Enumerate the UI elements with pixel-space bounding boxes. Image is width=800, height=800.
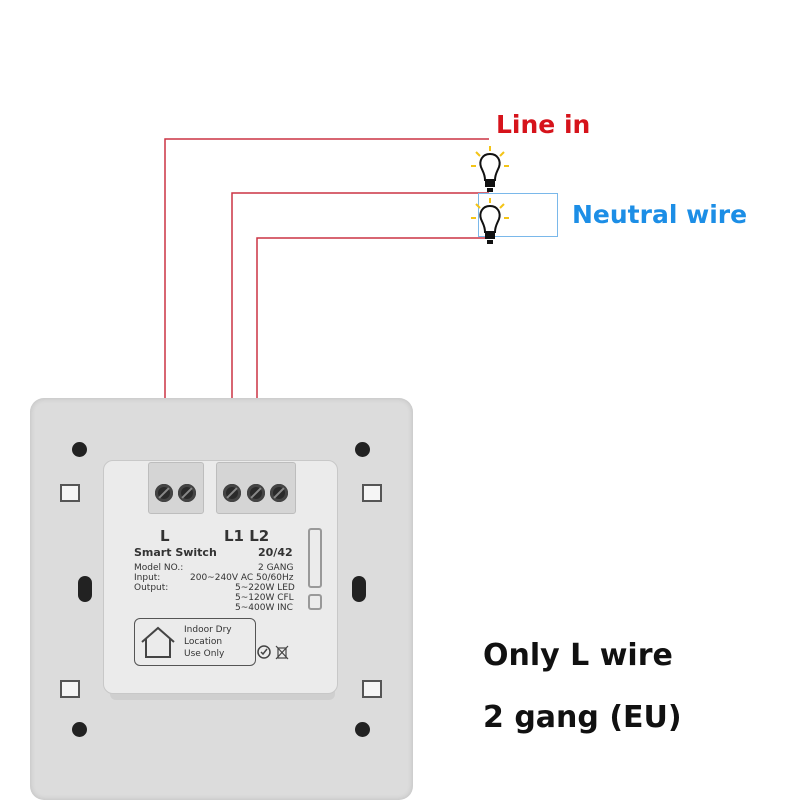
light-bulb-icon [471, 146, 509, 192]
mount-hole [355, 442, 370, 457]
output-inc: 5~400W INC [235, 603, 293, 613]
terminal-screw [247, 484, 265, 502]
plate-clip [60, 484, 80, 502]
line-in-wire [164, 138, 489, 492]
weee-bin-icon [275, 645, 289, 660]
output-led: 5~220W LED [235, 583, 295, 593]
mount-hole [355, 722, 370, 737]
mount-hole [72, 442, 87, 457]
terminal-label-l: L [160, 527, 170, 545]
model-value: 2 GANG [258, 563, 294, 573]
light-bulb-icon [471, 198, 509, 244]
module-side-slot [308, 528, 322, 588]
indoor-line-1: Indoor Dry [184, 625, 232, 635]
plate-clip [362, 680, 382, 698]
line-in-label: Line in [496, 110, 591, 139]
output-cfl: 5~120W CFL [235, 593, 294, 603]
indoor-line-2: Location [184, 637, 223, 647]
indoor-line-3: Use Only [184, 649, 225, 659]
input-value: 200~240V AC 50/60Hz [190, 573, 294, 583]
model-label: Model NO.: [134, 563, 184, 573]
module-side-notch [308, 594, 322, 610]
output-label: Output: [134, 583, 169, 593]
terminal-screw [155, 484, 173, 502]
device-name: Smart Switch [134, 546, 217, 559]
certification-icon [257, 645, 271, 659]
terminal-screw [178, 484, 196, 502]
l1-wire [231, 192, 489, 492]
terminal-screw [270, 484, 288, 502]
indoor-use-notice [134, 618, 256, 666]
mount-slot [78, 576, 92, 602]
caption-only-l-wire: Only L wire [483, 638, 673, 673]
mount-hole [72, 722, 87, 737]
terminal-label-l1l2: L1 L2 [224, 527, 270, 545]
house-icon [141, 626, 175, 658]
plate-clip [60, 680, 80, 698]
neutral-wire-bracket [478, 193, 558, 237]
caption-2-gang-eu: 2 gang (EU) [483, 700, 682, 735]
device-code: 20/42 [258, 546, 293, 559]
neutral-wire-label: Neutral wire [572, 200, 748, 229]
mount-slot [352, 576, 366, 602]
plate-clip [362, 484, 382, 502]
terminal-screw [223, 484, 241, 502]
input-label: Input: [134, 573, 161, 583]
